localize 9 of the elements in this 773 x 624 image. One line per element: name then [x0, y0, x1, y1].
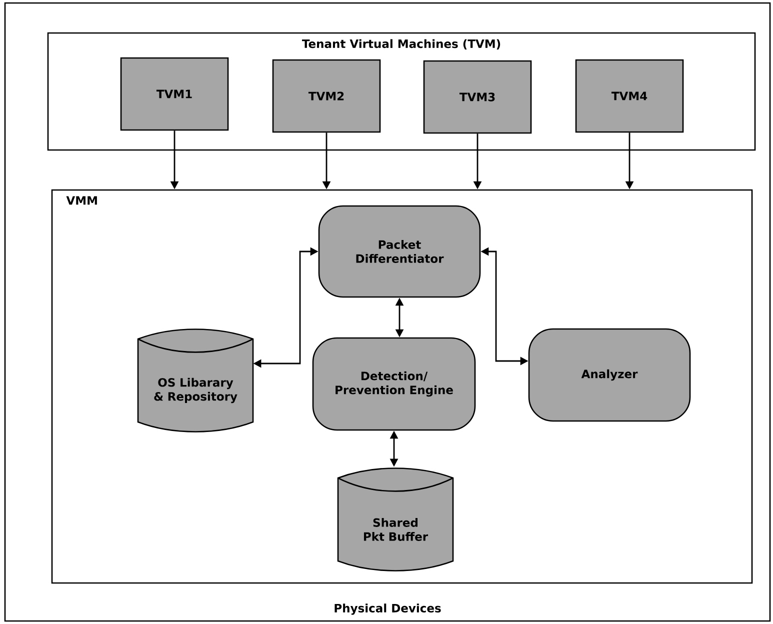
storage-cylinder: OS Libarary & Repository	[137, 328, 254, 432]
vm-box: TVM4	[575, 59, 684, 133]
process-box: Packet Differentiator	[318, 205, 481, 298]
process-box: Detection/ Prevention Engine	[312, 337, 476, 431]
process-box: Analyzer	[528, 328, 691, 422]
vm-box: TVM1	[120, 57, 229, 131]
storage-cylinder: Shared Pkt Buffer	[337, 468, 454, 572]
vm-box: TVM3	[423, 60, 532, 134]
vm-box: TVM2	[272, 59, 381, 133]
